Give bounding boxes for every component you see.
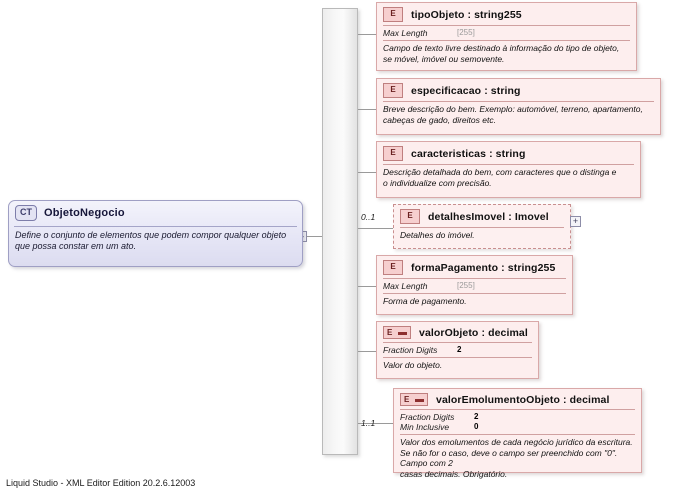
sequence-group-bar [322,8,358,455]
element-badge-icon: E [383,146,403,161]
element-facets: Fraction Digits 2 [377,343,538,357]
facet-label: Min Inclusive [400,422,450,432]
complextype-box-objetonegocio[interactable]: CT ObjetoNegocio Define o conjunto de el… [8,200,303,267]
element-badge-icon: E [383,326,411,339]
element-facets: Fraction Digits 2 Min Inclusive 0 [394,410,641,434]
facet-label: Fraction Digits [383,345,438,355]
element-header: E valorObjeto : decimal [377,322,538,342]
element-box-valorobjeto[interactable]: E valorObjeto : decimal Fraction Digits … [376,321,539,379]
divider [383,357,532,358]
divider [383,101,654,102]
element-header: E valorEmolumentoObjeto : decimal [394,389,641,409]
element-header: E tipoObjeto : string255 [377,3,636,25]
complextype-badge-icon: CT [15,205,37,221]
connector-branch-6 [358,351,377,352]
element-box-detalhesimovel[interactable]: E detalhesImovel : Imovel Detalhes do im… [393,204,571,249]
connector-branch-1 [358,34,377,35]
facet-row: Max Length [255] [383,28,630,38]
element-name: valorEmolumentoObjeto : decimal [436,393,610,406]
divider [383,164,634,165]
divider [400,434,635,435]
element-name: caracteristicas : string [411,147,526,160]
element-documentation: Valor do objeto. [383,360,443,370]
facet-row: Max Length [255] [383,281,566,291]
element-documentation: Breve descrição do bem. Exemplo: automóv… [383,104,643,125]
divider [400,409,635,410]
facet-value: 2 [457,345,462,354]
element-header: E detalhesImovel : Imovel [394,205,570,227]
element-header: E formaPagamento : string255 [377,256,572,278]
footer-product-label: Liquid Studio - XML Editor Edition 20.2.… [6,478,196,488]
element-name: especificacao : string [411,84,521,97]
element-name: valorObjeto : decimal [419,326,528,339]
facet-row: Min Inclusive 0 [400,422,635,432]
facet-value: [255] [457,28,475,37]
facet-label: Max Length [383,281,428,291]
divider [400,227,564,228]
element-box-valoremolumentoobjeto[interactable]: E valorEmolumentoObjeto : decimal Fracti… [393,388,642,479]
divider [383,25,630,26]
element-name: tipoObjeto : string255 [411,8,522,21]
connector-branch-4 [358,228,394,229]
occurrence-indicator-detalhesimovel: 0..1 [361,212,376,222]
element-box-tipoobjeto[interactable]: E tipoObjeto : string255 Max Length [255… [376,2,637,71]
connector-branch-2 [358,109,377,110]
element-header: E caracteristicas : string [377,142,640,164]
connector-branch-7 [358,423,394,424]
element-documentation: Campo de texto livre destinado à informa… [383,43,620,64]
element-badge-icon: E [383,83,403,98]
complextype-documentation: Define o conjunto de elementos que podem… [15,230,287,251]
element-facets: Max Length [255] [377,279,572,293]
element-badge-icon: E [400,393,428,406]
connector-branch-5 [358,286,377,287]
connector-branch-3 [358,172,377,173]
element-box-especificacao[interactable]: E especificacao : string Breve descrição… [376,78,661,135]
divider [383,293,566,294]
element-badge-icon: E [383,7,403,22]
divider [14,226,297,227]
facet-value: 2 [474,412,479,421]
element-name: formaPagamento : string255 [411,261,556,274]
element-badge-icon: E [400,209,420,224]
facet-row: Fraction Digits 2 [383,345,532,355]
divider [383,342,532,343]
occurrence-indicator-valoremolumentoobjeto: 1..1 [361,418,376,428]
facet-label: Max Length [383,28,428,38]
element-box-caracteristicas[interactable]: E caracteristicas : string Descrição det… [376,141,641,198]
element-documentation: Valor dos emolumentos de cada negócio ju… [400,437,633,479]
element-header: E especificacao : string [377,79,660,101]
facet-row: Fraction Digits 2 [400,412,635,422]
element-box-formapagamento[interactable]: E formaPagamento : string255 Max Length … [376,255,573,315]
element-facets: Max Length [255] [377,26,636,40]
facet-label: Fraction Digits [400,412,455,422]
divider [383,40,630,41]
element-badge-icon: E [383,260,403,275]
complextype-header: CT ObjetoNegocio [9,201,302,225]
facet-value: 0 [474,422,479,431]
element-name: detalhesImovel : Imovel [428,210,549,223]
element-documentation: Forma de pagamento. [383,296,467,306]
element-documentation: Descrição detalhada do bem, com caracter… [383,167,617,188]
divider [383,278,566,279]
expand-toggle-detalhesimovel[interactable]: + [570,216,581,227]
element-documentation: Detalhes do imóvel. [400,230,475,240]
facet-value: [255] [457,281,475,290]
connector-ct-to-sequence [303,236,332,237]
complextype-name: ObjetoNegocio [44,207,125,219]
